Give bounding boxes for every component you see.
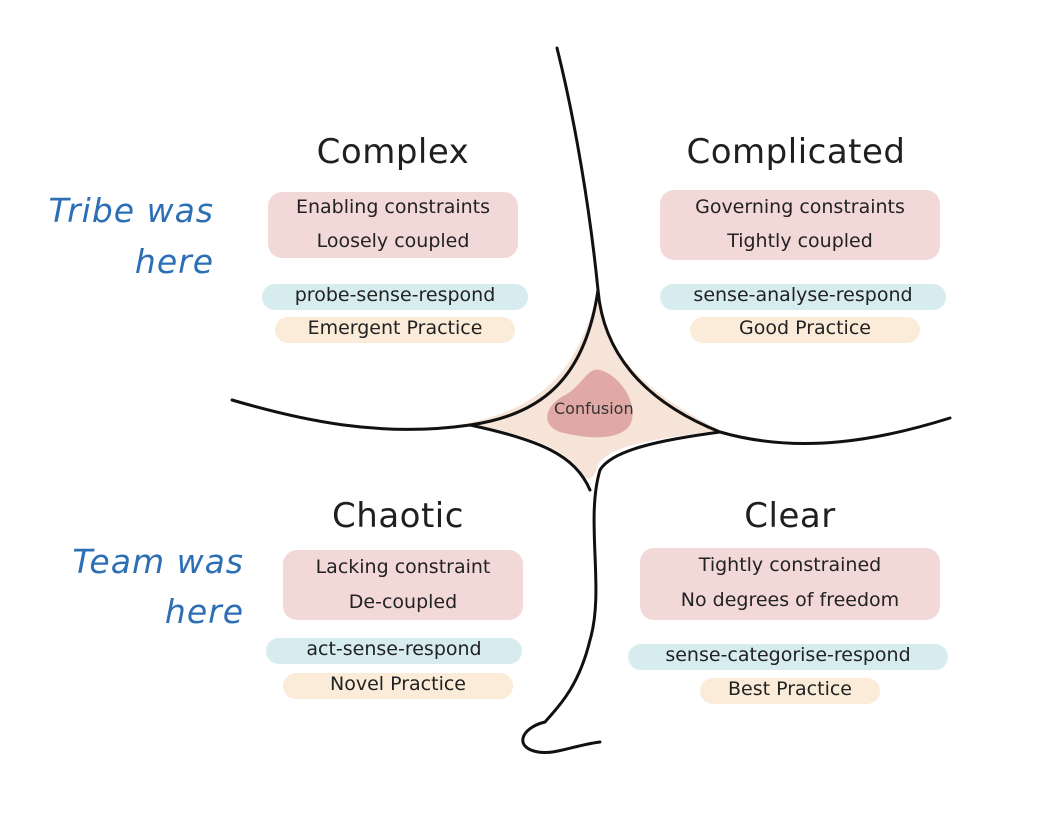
constraints-highlight [283, 550, 523, 620]
practice-label: Emergent Practice [307, 317, 483, 339]
approach-highlight [660, 284, 946, 310]
approach-label: sense-categorise-respond [665, 644, 911, 666]
constraints-highlight [640, 548, 940, 620]
approach-highlight [628, 644, 948, 670]
practice-highlight [690, 317, 920, 343]
domain-title-complicated: Complicated [686, 132, 906, 172]
team-annotation-line1: Team was [72, 542, 244, 581]
team-annotation-line2: here [164, 592, 244, 631]
domain-title-chaotic: Chaotic [332, 496, 464, 536]
constraint-label: Tightly coupled [727, 230, 873, 252]
constraint-label: Governing constraints [695, 196, 905, 218]
confusion-core [547, 369, 633, 438]
domain-title-clear: Clear [744, 496, 836, 536]
practice-highlight [283, 673, 513, 699]
boundary-right [718, 416, 952, 445]
practice-highlight [700, 678, 880, 704]
approach-label: sense-analyse-respond [693, 284, 913, 306]
confusion-label: Confusion [554, 399, 634, 418]
constraint-label: Tightly constrained [698, 554, 882, 576]
approach-highlight [266, 638, 522, 664]
practice-label: Good Practice [739, 317, 871, 339]
tribe-annotation-line2: here [134, 242, 214, 281]
boundary-bottom [521, 430, 722, 755]
approach-label: act-sense-respond [306, 638, 482, 660]
constraint-label: Lacking constraint [315, 556, 491, 578]
boundary-lower-left [468, 423, 592, 492]
approach-highlight [262, 284, 528, 310]
constraints-highlight [660, 190, 940, 260]
constraints-highlight [268, 192, 518, 258]
practice-label: Novel Practice [330, 673, 466, 695]
practice-label: Best Practice [727, 678, 852, 700]
constraint-label: Loosely coupled [316, 230, 470, 252]
practice-highlight [275, 317, 515, 343]
constraint-label: Enabling constraints [295, 196, 491, 218]
approach-label: probe-sense-respond [294, 284, 496, 306]
constraint-label: De-coupled [348, 591, 458, 613]
tribe-annotation-line1: Tribe was [48, 191, 214, 230]
constraint-label: No degrees of freedom [680, 589, 900, 611]
domain-title-complex: Complex [316, 132, 470, 172]
